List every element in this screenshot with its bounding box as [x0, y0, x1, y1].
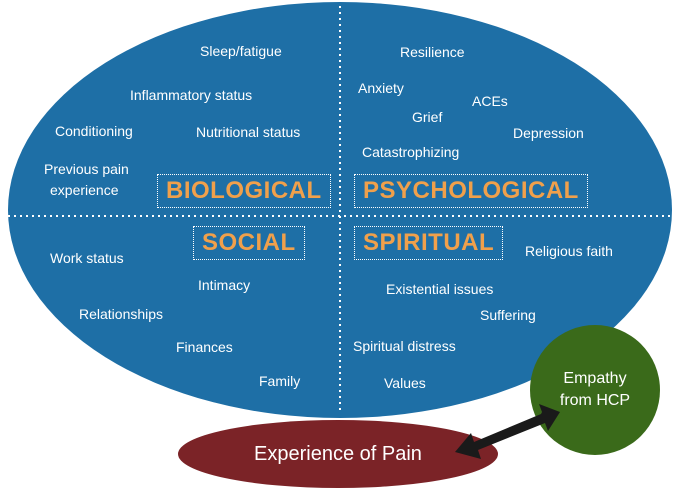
factor-previous-pain-experience: experience	[50, 182, 119, 198]
factor-inflammatory-status: Inflammatory status	[130, 87, 253, 103]
category-biological: BIOLOGICAL	[157, 174, 331, 208]
experience-of-pain-label: Experience of Pain	[254, 442, 422, 465]
factor-suffering: Suffering	[480, 307, 536, 323]
empathy-circle: Empathy from HCP	[530, 325, 660, 455]
category-psychological: PSYCHOLOGICAL	[354, 174, 588, 208]
double-arrow-icon	[455, 404, 560, 459]
factor-catastrophizing: Catastrophizing	[362, 144, 460, 160]
factor-anxiety: Anxiety	[358, 80, 404, 96]
factor-conditioning: Conditioning	[55, 123, 133, 139]
factor-grief: Grief	[412, 109, 443, 125]
factor-existential-issues: Existential issues	[386, 281, 494, 297]
factor-resilience: Resilience	[400, 44, 465, 60]
empathy-label-line2: from HCP	[559, 392, 631, 409]
factor-spiritual-distress: Spiritual distress	[353, 338, 456, 354]
factor-relationships: Relationships	[79, 306, 164, 322]
category-spiritual: SPIRITUAL	[354, 226, 504, 260]
factor-work-status: Work status	[50, 250, 124, 266]
factor-family: Family	[259, 373, 301, 389]
factor-finances: Finances	[176, 339, 233, 355]
factor-intimacy: Intimacy	[198, 277, 251, 293]
factor-sleep-fatigue: Sleep/fatigue	[200, 43, 282, 59]
factor-aces: ACEs	[472, 93, 508, 109]
factor-previous-pain: Previous pain	[44, 161, 129, 177]
experience-of-pain-oval: Experience of Pain	[178, 420, 498, 488]
empathy-label-line1: Empathy	[563, 370, 627, 387]
category-social: SOCIAL	[193, 226, 305, 260]
factor-religious-faith: Religious faith	[525, 243, 613, 259]
factor-nutritional-status: Nutritional status	[196, 124, 301, 140]
factor-values: Values	[384, 375, 426, 391]
factor-depression: Depression	[513, 125, 584, 141]
